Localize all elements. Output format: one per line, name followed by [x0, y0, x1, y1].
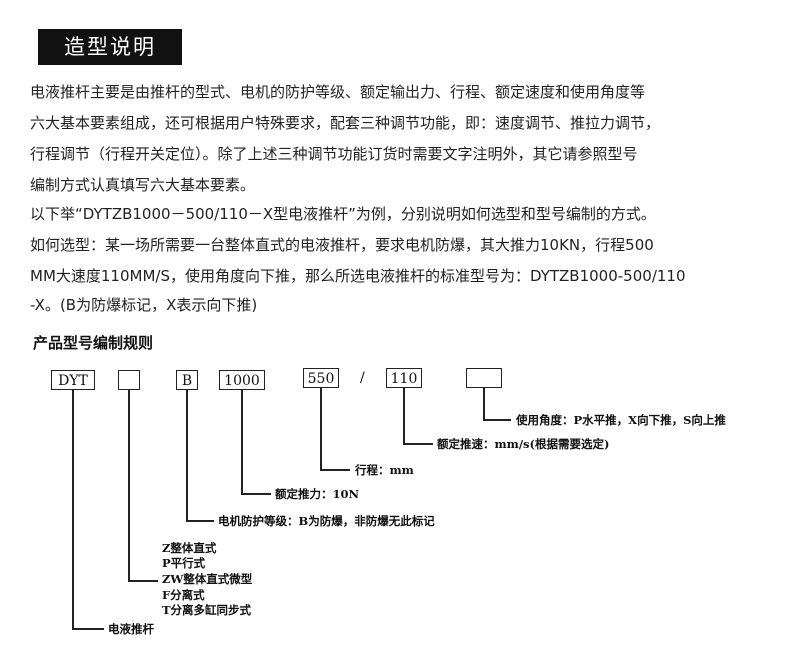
connector-type-h — [128, 580, 158, 582]
connector-thrust-h — [241, 493, 271, 495]
label-stroke: 行程：mm — [355, 463, 414, 477]
paragraph-1-line-2: 六大基本要素组成，还可根据用户特殊要求，配套三种调节功能，即：速度调节、推拉力调… — [30, 114, 661, 132]
code-box-stroke: 550 — [303, 368, 339, 388]
code-box-dyt: DYT — [51, 370, 95, 390]
connector-speed-h — [403, 443, 433, 445]
connector-type-v — [128, 390, 130, 581]
connector-stroke-h — [320, 469, 350, 471]
label-product: 电液推杆 — [108, 622, 154, 636]
connector-angle-v — [483, 388, 485, 420]
section-title: 造型说明 — [38, 29, 182, 65]
paragraph-3-line-2: MM大速度110MM/S，使用角度向下推，那么所选电液推杆的标准型号为：DYTZ… — [30, 267, 686, 285]
paragraph-1-line-3: 行程调节（行程开关定位）。除了上述三种调节功能订货时需要文字注明外，其它请参照型… — [30, 145, 638, 163]
code-slash: / — [360, 370, 365, 386]
code-box-type — [118, 370, 140, 390]
connector-thrust-v — [241, 390, 243, 494]
code-box-speed: 110 — [386, 368, 422, 388]
label-type-z: Z整体直式 — [162, 541, 217, 555]
label-type-t: T分离多缸同步式 — [162, 603, 252, 617]
connector-speed-v — [403, 388, 405, 444]
connector-product-v — [72, 390, 74, 629]
paragraph-1-line-4: 编制方式认真填写六大基本要素。 — [30, 176, 256, 194]
code-box-angle — [466, 368, 502, 388]
paragraph-2: 以下举“DYTZB1000－500/110－X型电液推杆”为例，分别说明如何选型… — [30, 205, 656, 223]
label-type-p: P平行式 — [162, 556, 206, 570]
code-box-thrust: 1000 — [219, 370, 265, 390]
paragraph-1-line-1: 电液推杆主要是由推杆的型式、电机的防护等级、额定输出力、行程、额定速度和使用角度… — [30, 83, 646, 101]
connector-motor-v — [186, 390, 188, 521]
label-type-zw: ZW整体直式微型 — [162, 572, 253, 586]
connector-angle-h — [483, 419, 511, 421]
label-motor: 电机防护等级：B为防爆，非防爆无此标记 — [218, 514, 435, 528]
paragraph-3-line-1: 如何选型：某一场所需要一台整体直式的电液推杆，要求电机防爆，其大推力10KN，行… — [30, 236, 654, 254]
label-speed: 额定推速：mm/s(根据需要选定) — [437, 437, 610, 451]
diagram-heading: 产品型号编制规则 — [33, 334, 154, 352]
label-type-f: F分离式 — [162, 588, 205, 602]
connector-product-h — [72, 628, 104, 630]
paragraph-3-line-3: -X。(B为防爆标记，X表示向下推) — [30, 296, 258, 314]
connector-stroke-v — [320, 388, 322, 470]
connector-motor-h — [186, 520, 214, 522]
label-angle: 使用角度：P水平推，X向下推，S向上推 — [516, 413, 726, 427]
label-thrust: 额定推力：10N — [275, 487, 360, 501]
code-box-protection: B — [176, 370, 198, 390]
